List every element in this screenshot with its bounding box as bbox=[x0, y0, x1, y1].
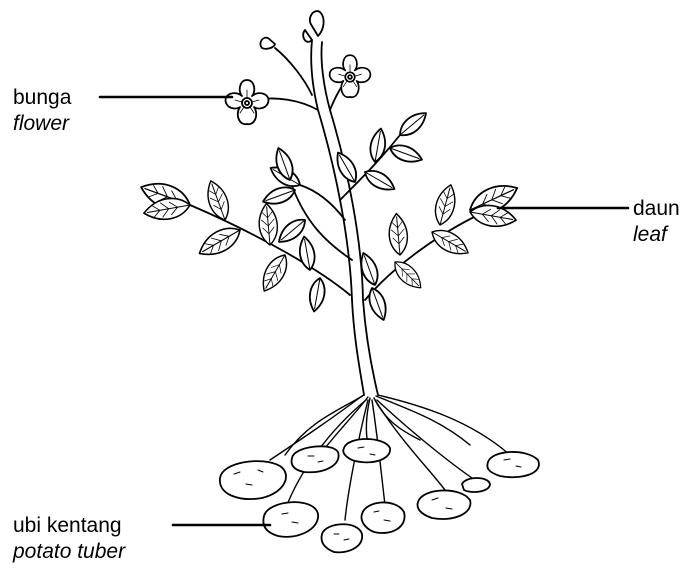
tuber-label-english: potato tuber bbox=[13, 539, 125, 565]
leaf-label: daun leaf bbox=[633, 196, 680, 248]
flower-buds bbox=[260, 11, 323, 49]
leaves-left bbox=[137, 146, 327, 313]
leaf-label-local: daun bbox=[633, 196, 680, 222]
flower-label-english: flower bbox=[13, 111, 71, 137]
tuber-label-local: ubi kentang bbox=[13, 513, 125, 539]
flower-label-local: bunga bbox=[13, 85, 71, 111]
flower-left bbox=[226, 80, 269, 124]
flower-label: bunga flower bbox=[13, 85, 71, 137]
tubers bbox=[220, 439, 539, 552]
leaves-right bbox=[332, 108, 522, 323]
tuber-label: ubi kentang potato tuber bbox=[13, 513, 125, 565]
leaf-label-english: leaf bbox=[633, 222, 680, 248]
flower-right bbox=[330, 55, 371, 97]
